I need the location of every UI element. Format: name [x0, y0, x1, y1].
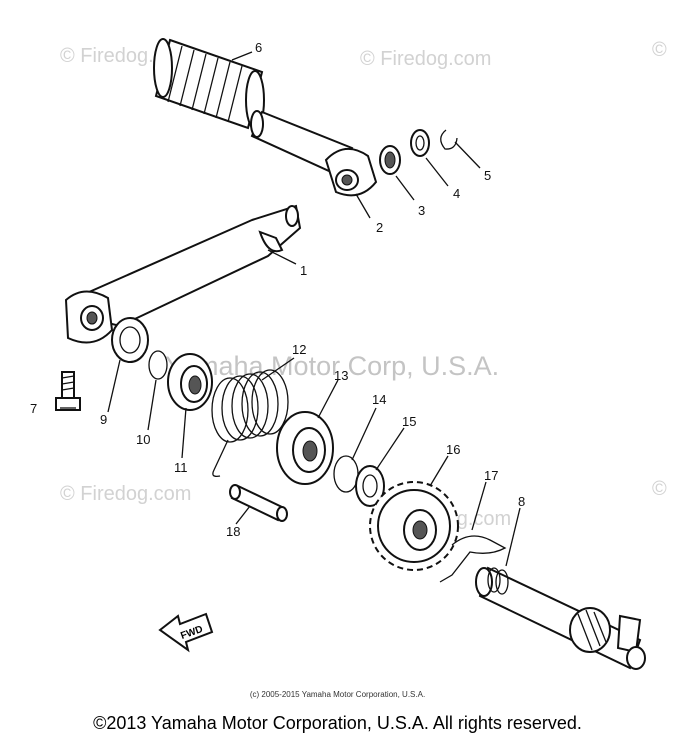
callout-17: 17 [484, 468, 498, 483]
callout-16: 16 [446, 442, 460, 457]
part-spring-guide [167, 353, 213, 411]
part-oil-seal [111, 317, 149, 363]
diagram-copyright: (c) 2005-2015 Yamaha Motor Corporation, … [249, 690, 426, 699]
part-washer-15 [355, 465, 385, 507]
callout-7: 7 [30, 401, 37, 416]
footer-copyright: ©2013 Yamaha Motor Corporation, U.S.A. A… [93, 713, 582, 733]
callout-4: 4 [453, 186, 460, 201]
callout-6: 6 [255, 40, 262, 55]
callout-labels: 6 2 3 4 5 1 7 9 10 11 12 13 14 15 16 17 … [30, 40, 525, 539]
part-circlip-5 [440, 129, 458, 150]
callout-15: 15 [402, 414, 416, 429]
watermark-top-right: © Firedog.com [360, 48, 491, 70]
part-kick-arm-upper [250, 110, 378, 197]
watermark-center: Yamaha Motor Corp, U.S.A. [165, 351, 499, 381]
callout-13: 13 [334, 368, 348, 383]
part-kick-crank [64, 204, 302, 344]
callout-12: 12 [292, 342, 306, 357]
callout-14: 14 [372, 392, 386, 407]
part-spring-pin [229, 484, 288, 522]
callout-11: 11 [174, 460, 188, 475]
fwd-arrow-icon: FWD [158, 612, 214, 653]
callout-1: 1 [300, 263, 307, 278]
watermark-bottom-left: © Firedog.com [60, 483, 191, 505]
kick-starter-exploded-diagram: © Firedog.com © Firedog.com © Firedog.co… [30, 38, 667, 670]
part-kick-gear [369, 481, 459, 571]
part-kick-clip [439, 535, 507, 583]
callout-8: 8 [518, 494, 525, 509]
leader-lines [60, 51, 521, 567]
callout-18: 18 [226, 524, 240, 539]
part-washer-3 [379, 145, 401, 175]
part-washer-4 [410, 129, 430, 157]
callout-10: 10 [136, 432, 150, 447]
callout-2: 2 [376, 220, 383, 235]
part-torsion-spring [211, 369, 289, 478]
watermark-edge-bottom: © [652, 478, 667, 500]
part-bolt [55, 371, 81, 411]
callout-9: 9 [100, 412, 107, 427]
part-circlip-10 [148, 350, 168, 380]
watermark-edge-top: © [652, 39, 667, 61]
callout-3: 3 [418, 203, 425, 218]
callout-5: 5 [484, 168, 491, 183]
part-spring-cover [276, 411, 334, 485]
part-kick-axle [475, 566, 646, 670]
part-circlip-14 [333, 455, 359, 493]
part-kick-grip [153, 38, 265, 130]
